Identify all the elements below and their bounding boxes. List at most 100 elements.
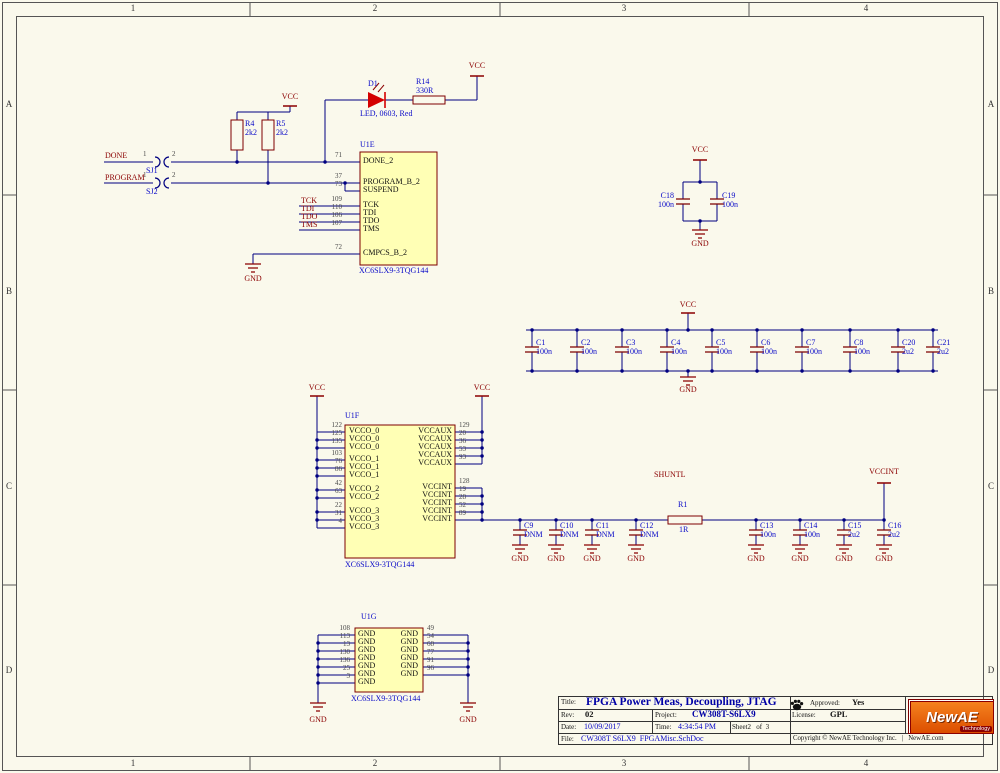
vcc-label: VCC [473,383,491,392]
vccint-label: VCCINT [869,467,899,476]
r1-body[interactable] [667,515,703,525]
u1f-pin-name: VCCO_2 [349,492,380,501]
u1g-pin-number: 130 [339,648,351,656]
u1g-pin-number: 54 [427,632,434,640]
c3-value: 100n [626,347,642,356]
frame-col-label: 4 [863,758,869,768]
u1f-pin-number: 31 [335,509,342,517]
junction-dots [235,160,935,685]
u1e-pin-number: 71 [335,151,342,159]
u1f-pin-name: VCCAUX [418,450,452,459]
c15-value: 2u2 [848,530,860,539]
gnd-label: GND [583,554,601,563]
frame-col-label: 3 [621,758,627,768]
c8-value: 100n [854,347,870,356]
tdo-net-label: TDO [301,212,318,221]
u1f-pin-name: VCCAUX [418,434,452,443]
c11-designator: C11 [596,521,610,530]
u1e-pin-name: TMS [363,224,380,233]
u1f-pin-number: 4 [338,517,343,525]
r4-body[interactable] [230,119,244,151]
u1f-pin-number: 135 [331,437,343,445]
u1f-pin-number: 103 [331,449,343,457]
license-value: GPL [830,709,848,719]
gnd-label: GND [679,385,697,394]
c7-value: 100n [806,347,822,356]
u1f-pin-name: VCCO_0 [349,442,380,451]
c4-value: 100n [671,347,687,356]
u1e-designator: U1E [360,140,375,149]
title-block-lines [558,696,993,745]
gnd-label: GND [627,554,645,563]
c12-value: DNM [640,530,659,539]
led-symbol[interactable] [368,82,386,108]
u1g-pin-name: GND [400,653,418,662]
u1f-pin-number: 42 [335,479,342,487]
capacitor-plates[interactable] [513,198,940,536]
c19-value: 100n [722,200,738,209]
sj1-pin1-number: 1 [143,150,147,158]
frame-row-label: B [5,286,12,296]
sheet-title: FPGA Power Meas, Decoupling, JTAG [586,696,777,708]
gnd-label: GND [691,239,709,248]
gnd-label: GND [309,715,327,724]
resistor-bodies[interactable] [230,95,703,525]
solder-jumper-pads[interactable] [154,156,170,189]
paw-icon [790,699,804,711]
u1g-designator: U1G [361,612,377,621]
u1f-pin-name: VCCO_3 [349,514,380,523]
rev-label: Rev: [561,711,575,719]
u1g-body[interactable] [354,627,424,693]
r14-body[interactable] [412,95,446,105]
gnd-symbols[interactable] [245,229,892,712]
c16-designator: C16 [888,521,902,530]
time-label: Time: [655,723,672,731]
c15-designator: C15 [848,521,862,530]
u1e-pin-number: 106 [331,211,343,219]
u1g-pin-number: 25 [343,664,350,672]
u1g-pin-name: GND [358,661,376,670]
c10-value: DNM [560,530,579,539]
c13-designator: C13 [760,521,774,530]
u1f-pin-number: 19 [459,485,466,493]
ic-bodies[interactable] [344,151,456,693]
u1e-pin-name: TDI [363,208,377,217]
gnd-label: GND [875,554,893,563]
gnd-label: GND [459,715,477,724]
u1g-pin-number: 77 [427,648,434,656]
frame-col-label: 1 [130,3,136,13]
vcc-label: VCC [281,92,299,101]
u1g-pin-number: 91 [427,656,434,664]
sj1-designator: SJ1 [146,166,158,175]
u1e-pin-name: CMPCS_B_2 [363,248,408,257]
led-triangle[interactable] [368,92,385,108]
u1f-body[interactable] [344,424,456,559]
wires-jtag[interactable] [104,76,478,264]
date-value: 10/09/2017 [584,722,621,731]
u1f-pin-number: 125 [331,429,343,437]
u1e-pin-number: 73 [335,180,342,188]
c10-designator: C10 [560,521,574,530]
newae-logo: NewAE Technology [908,699,994,734]
u1e-body[interactable] [359,151,438,266]
approved-value: Yes [852,697,865,707]
u1f-pin-number: 36 [459,437,466,445]
u1f-pin-name: VCCINT [422,514,452,523]
wires[interactable] [104,76,938,703]
vcc-label: VCC [679,300,697,309]
wires-u1g[interactable] [317,634,469,703]
u1f-designator: U1F [345,411,360,420]
license-label: License: [792,711,816,719]
c9-value: DNM [524,530,543,539]
sheet-info: Sheet2 of 3 [732,723,770,731]
vcc-bar-symbols[interactable] [283,75,891,484]
wires-decoupling-bus[interactable] [526,313,938,377]
u1f-pin-name: VCCO_1 [349,462,380,471]
r5-body[interactable] [261,119,275,151]
copyright-text: Copyright © NewAE Technology Inc. | NewA… [793,735,944,742]
c20-value: 2u2 [902,347,914,356]
rev-value: 02 [585,709,594,719]
r4-designator: R4 [245,119,255,128]
frame-col-label: 4 [863,3,869,13]
